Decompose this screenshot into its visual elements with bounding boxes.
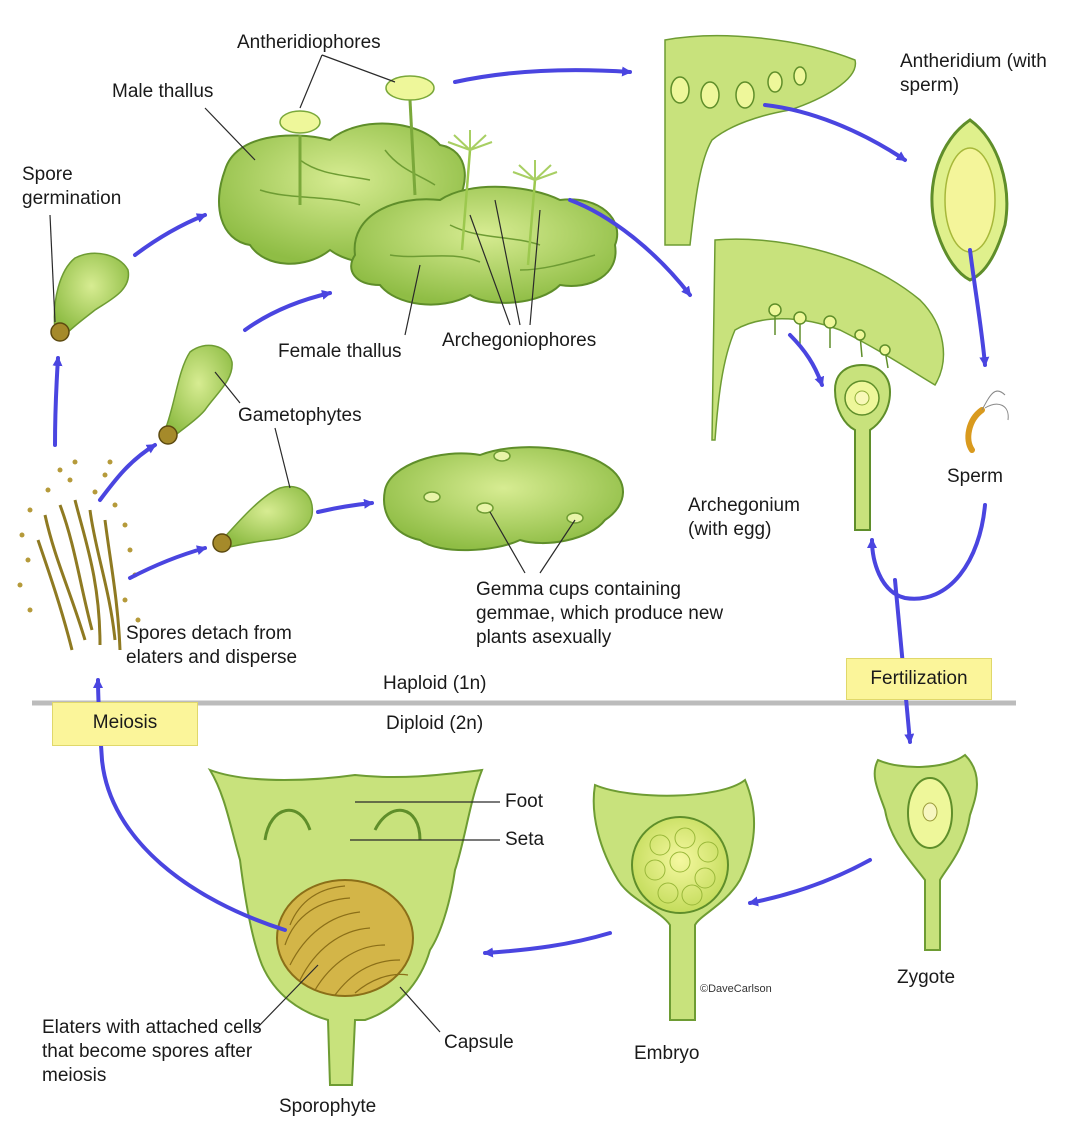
label-male-thallus: Male thallus [112, 81, 214, 102]
leader-female-thallus [404, 264, 421, 336]
label-haploid: Haploid (1n) [383, 673, 487, 694]
leader-archegoniophores [469, 199, 541, 326]
label-seta: Seta [505, 829, 545, 850]
label-archegonium: Archegonium (with egg) [688, 495, 800, 540]
leader-capsule [399, 986, 441, 1033]
label-embryo: Embryo [634, 1043, 700, 1064]
sperm-illustration [965, 390, 1009, 453]
zygote-illustration [873, 753, 978, 951]
arrow-spores-to-lower-gametophyte [128, 545, 207, 580]
label-zygote: Zygote [897, 967, 956, 988]
leader-gemma-cups [489, 511, 576, 574]
gametophyte-lower [212, 485, 314, 553]
gemma-cup-thallus-illustration [383, 446, 624, 552]
label-diploid: Diploid (2n) [386, 713, 484, 734]
leader-spore-germination [49, 214, 56, 323]
arrow-section-to-archegonium [788, 333, 825, 387]
arrow-antheridiophore-to-section [453, 66, 632, 84]
antheridium-illustration [930, 118, 1009, 282]
dispersing-spores-and-elaters [17, 459, 141, 651]
stage-meiosis: Meiosis [52, 702, 198, 746]
arrow-zygote-to-embryo [748, 858, 872, 907]
leader-male-thallus [204, 107, 256, 161]
arrow-section-to-antheridium [763, 103, 907, 162]
arrow-sperm-to-archegonium [867, 503, 987, 601]
arrow-female-thallus-to-section [568, 198, 692, 297]
antheridiophore-section-illustration [664, 34, 856, 246]
label-gametophytes: Gametophytes [238, 405, 362, 426]
label-sperm: Sperm [947, 466, 1003, 487]
stage-fertilization: Fertilization [846, 658, 992, 700]
label-antheridium: Antheridium (with sperm) [900, 51, 1047, 96]
gametophyte-middle [158, 344, 233, 445]
leader-antheridiophores [299, 54, 396, 109]
sporophyte-illustration [207, 768, 484, 1086]
label-sporophyte: Sporophyte [279, 1096, 377, 1117]
archegonium-illustration [833, 363, 892, 531]
arrow-antheridium-to-sperm [968, 248, 990, 367]
label-female-thallus: Female thallus [278, 341, 402, 362]
arrow-to-female-thallus [243, 289, 332, 332]
arrow-spores-to-germination [52, 356, 63, 447]
label-foot: Foot [505, 791, 544, 812]
label-capsule: Capsule [444, 1032, 514, 1053]
leader-gametophytes [214, 371, 291, 489]
arrow-germination-to-male-thallus [133, 213, 207, 257]
embryo-illustration [592, 778, 755, 1021]
label-archegoniophores: Archegoniophores [442, 330, 597, 351]
label-elaters: Elaters with attached cells that become … [42, 1017, 262, 1086]
label-spores-detach: Spores detach from elaters and disperse [126, 623, 298, 668]
label-credit: ©DaveCarlson [700, 983, 772, 995]
arrow-embryo-to-sporophyte [483, 931, 612, 958]
label-antheridiophores: Antheridiophores [237, 32, 381, 53]
arrow-spores-to-gametophyte [98, 443, 157, 502]
archegoniophore-section-illustration [711, 238, 945, 441]
germinating-spore-top [50, 252, 130, 342]
leader-elaters [254, 964, 319, 1031]
label-gemma-cups: Gemma cups containing gemmae, which prod… [476, 579, 724, 648]
label-spore-germination: Spore germination [22, 164, 122, 209]
arrow-gametophyte-to-gemma [316, 498, 374, 514]
